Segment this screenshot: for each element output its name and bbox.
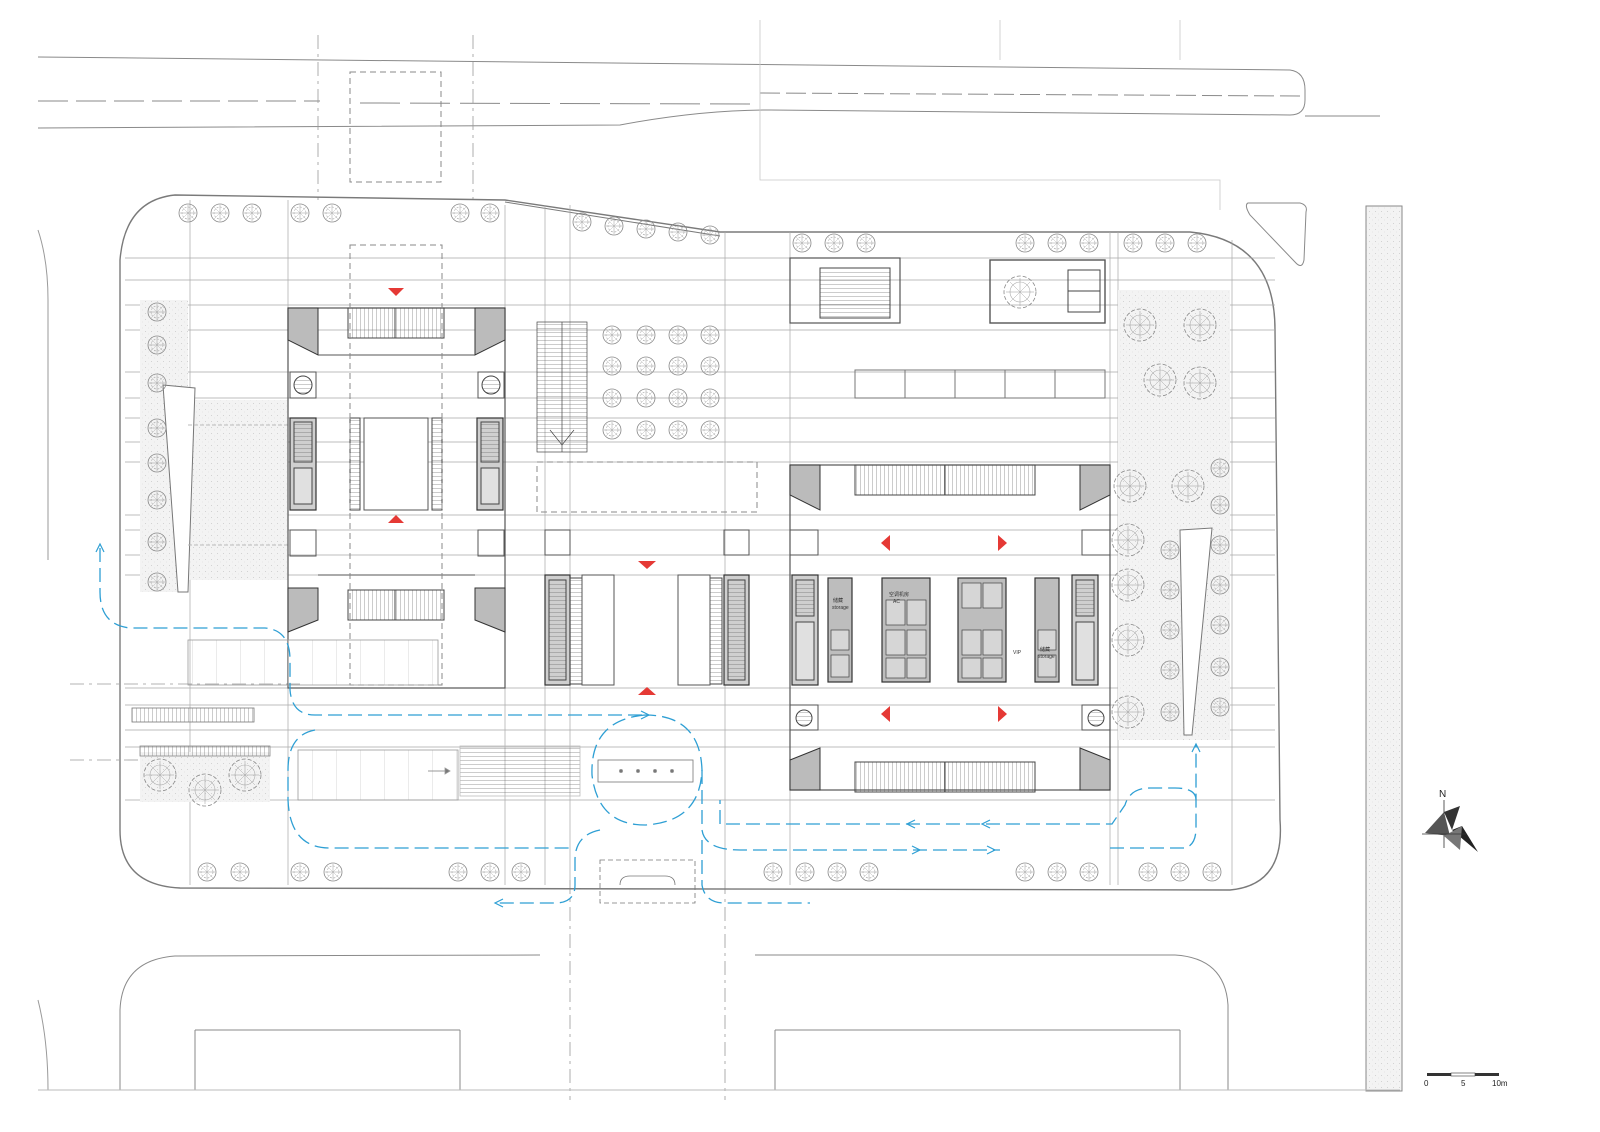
landscape-strips (140, 290, 1230, 802)
south-drop-off (131, 639, 696, 904)
storage-left-label-en: storage (832, 605, 849, 611)
vehicle-flow-lines (99, 548, 1197, 904)
ac-room-label-en: AC (893, 599, 900, 605)
west-road (37, 229, 49, 1091)
storage-left-label-cn: 储藏 (833, 597, 843, 604)
room-labels: 储藏 storage 空调机房 AC VIP 储藏 storage (832, 591, 1055, 660)
east-road (1245, 202, 1403, 1092)
flow-arrowheads (95, 542, 1201, 908)
east-building (789, 257, 1111, 793)
parcel-outlines-top (759, 20, 1221, 210)
ac-room-label-cn: 空调机房 (889, 591, 909, 598)
vip-room-label: VIP (1013, 650, 1022, 656)
site-boundary (119, 194, 1282, 891)
storage-right-label-cn: 储藏 (1040, 646, 1050, 653)
scale-bar: 0 5 10m (1424, 1072, 1508, 1088)
south-parcels (38, 954, 1400, 1091)
entrance-north-outline (349, 71, 442, 183)
north-arrow-icon: N (1422, 789, 1478, 852)
entrance-arrows (388, 288, 1007, 722)
scale-tick-5: 5 (1461, 1079, 1466, 1088)
center-concourse (536, 321, 758, 686)
storage-right-label-en: storage (1038, 654, 1055, 660)
scale-tick-10m: 10m (1492, 1079, 1508, 1088)
west-building (287, 244, 506, 689)
scale-tick-0: 0 (1424, 1079, 1429, 1088)
north-label: N (1439, 789, 1446, 800)
north-road (37, 56, 1380, 129)
